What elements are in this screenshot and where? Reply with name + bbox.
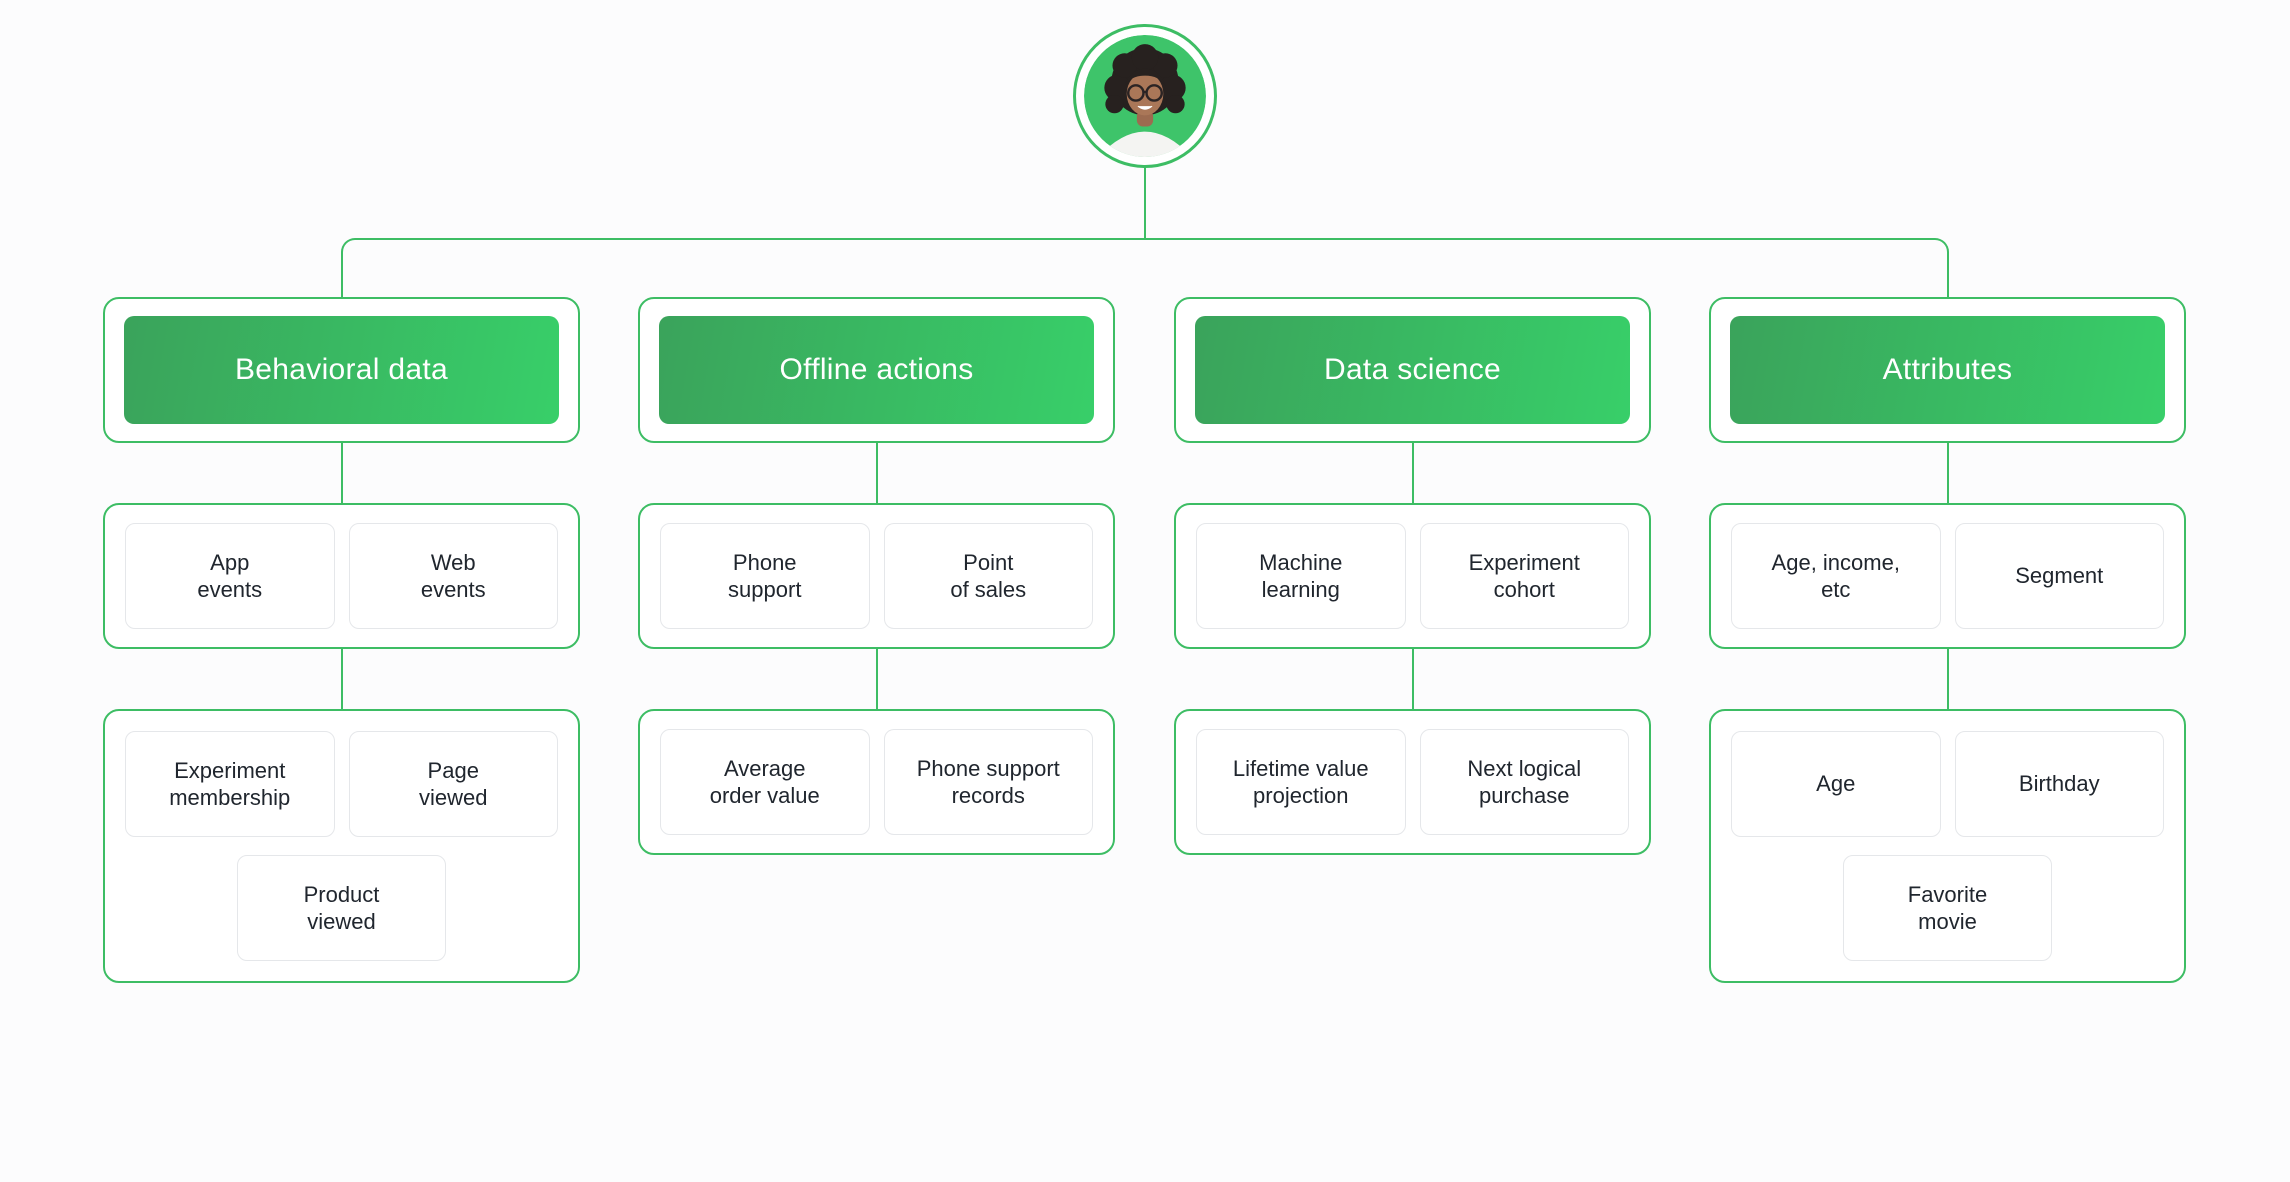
header-card-offline-actions: Offline actions (638, 297, 1115, 443)
connector-behavioral-2 (340, 649, 343, 709)
group-behavioral-events: App events Web events (103, 503, 580, 649)
group-offline-detail: Average order value Phone support record… (638, 709, 1115, 855)
node-page-viewed: Page viewed (348, 731, 558, 837)
connector-offline-2 (875, 649, 878, 709)
connector-bus (341, 238, 1949, 298)
header-data-science: Data science (1195, 316, 1630, 424)
group-attributes-detail: Age Birthday Favorite movie (1709, 709, 2186, 983)
column-data-science: Data science Machine learning Experiment… (1174, 297, 1651, 855)
node-segment: Segment (1954, 523, 2164, 629)
column-behavioral-data: Behavioral data App events Web events Ex… (103, 297, 580, 983)
connector-root-stem (1144, 167, 1146, 238)
connector-offline-1 (875, 443, 878, 503)
connector-attributes-1 (1946, 443, 1949, 503)
node-experiment-cohort: Experiment cohort (1419, 523, 1629, 629)
column-attributes: Attributes Age, income, etc Segment Age … (1709, 297, 2186, 983)
node-experiment-membership: Experiment membership (125, 731, 335, 837)
connector-science-2 (1411, 649, 1414, 709)
node-next-logical-purchase: Next logical purchase (1419, 729, 1629, 835)
group-science-detail: Lifetime value projection Next logical p… (1174, 709, 1651, 855)
group-attributes-summary: Age, income, etc Segment (1709, 503, 2186, 649)
connector-science-1 (1411, 443, 1414, 503)
header-behavioral-data: Behavioral data (124, 316, 559, 424)
column-offline-actions: Offline actions Phone support Point of s… (638, 297, 1115, 855)
node-phone-support-records: Phone support records (883, 729, 1093, 835)
node-birthday: Birthday (1954, 731, 2164, 837)
connector-attributes-2 (1946, 649, 1949, 709)
header-card-data-science: Data science (1174, 297, 1651, 443)
connector-behavioral-1 (340, 443, 343, 503)
group-behavioral-detail: Experiment membership Page viewed Produc… (103, 709, 580, 983)
node-point-of-sales: Point of sales (883, 523, 1093, 629)
header-card-attributes: Attributes (1709, 297, 2186, 443)
node-app-events: App events (125, 523, 335, 629)
node-machine-learning: Machine learning (1196, 523, 1406, 629)
group-science-methods: Machine learning Experiment cohort (1174, 503, 1651, 649)
header-attributes: Attributes (1730, 316, 2165, 424)
header-offline-actions: Offline actions (659, 316, 1094, 424)
node-age: Age (1731, 731, 1941, 837)
header-card-behavioral-data: Behavioral data (103, 297, 580, 443)
node-web-events: Web events (348, 523, 558, 629)
group-offline-sources: Phone support Point of sales (638, 503, 1115, 649)
avatar-image (1084, 35, 1206, 157)
node-age-income-etc: Age, income, etc (1731, 523, 1941, 629)
node-product-viewed: Product viewed (236, 855, 447, 961)
customer-avatar (1073, 24, 1217, 168)
node-favorite-movie: Favorite movie (1842, 855, 2053, 961)
node-phone-support: Phone support (660, 523, 870, 629)
node-average-order-value: Average order value (660, 729, 870, 835)
node-lifetime-value-projection: Lifetime value projection (1196, 729, 1406, 835)
